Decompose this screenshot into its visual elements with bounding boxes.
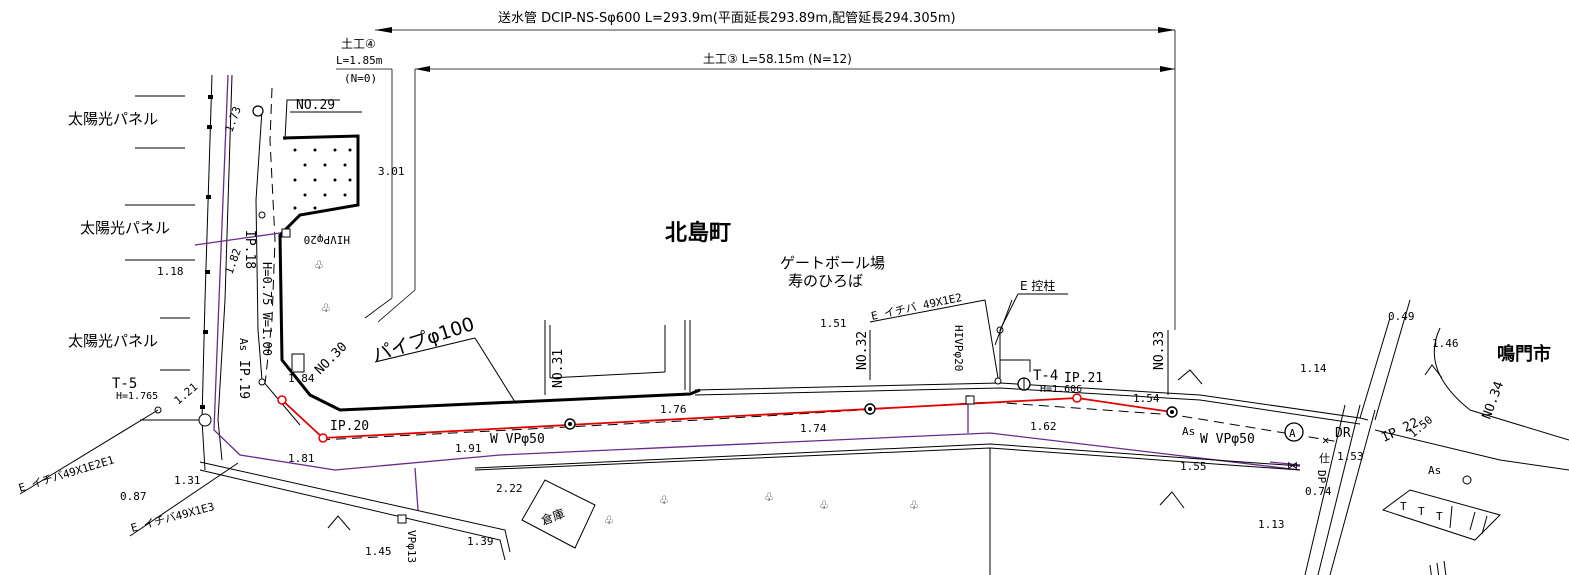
dr-label: DR [1335, 426, 1351, 441]
elev-154: 1.54 [1133, 392, 1160, 405]
gateball-label-2: 寿のひろば [788, 272, 863, 290]
as-label-b: As [1182, 425, 1195, 438]
svg-text:T: T [1400, 500, 1407, 513]
vp13-label: VPφ13 [405, 530, 418, 563]
as-label-c: As [1428, 464, 1441, 477]
fence-marks [200, 95, 213, 409]
elevation-values: 1.73 3.01 1.82 1.18 1.84 1.21 1.81 1.91 … [120, 105, 1459, 558]
warehouse-label: 倉庫 [539, 506, 567, 528]
svg-text:♧: ♧ [765, 490, 773, 506]
sakai-label: 仕 [1319, 452, 1330, 465]
elev-301: 3.01 [378, 165, 405, 178]
svg-text:♧: ♧ [315, 258, 323, 274]
elev-155: 1.55 [1180, 460, 1207, 473]
slope-symbols [291, 353, 1443, 531]
elev-049: 0.49 [1388, 310, 1415, 323]
station-no32: NO.32 [855, 331, 870, 370]
elev-184: 1.84 [288, 372, 315, 385]
svg-text:♧: ♧ [820, 498, 828, 514]
elev-153: 1.53 [1337, 450, 1364, 463]
earthwork4-dimension: 土工④ L=1.85m (N=0) [336, 37, 392, 85]
solar-panel-boxes: 太陽光パネル 太陽光パネル 太陽光パネル [68, 95, 195, 371]
e-ichiba-e3-label: E イチバ49X1E3 [129, 500, 215, 535]
elev-131: 1.31 [174, 474, 201, 487]
elev-151: 1.51 [820, 317, 847, 330]
wvp50-label-b: W VPφ50 [1200, 432, 1255, 447]
town-label: 北島町 [665, 220, 731, 246]
main-pipe-dimension: 送水管 DCIP-NS-Sφ600 L=293.9m(平面延長293.89m,配… [375, 11, 1175, 33]
station-no29: NO.29 [296, 98, 335, 113]
elev-113: 1.13 [1258, 518, 1285, 531]
elev-162: 1.62 [1030, 420, 1057, 433]
service-lines [194, 232, 1301, 511]
solar-panel-2: 太陽光パネル [80, 219, 170, 237]
gateball-label-1: ゲートボール場 [780, 254, 885, 272]
svg-text:✕: ✕ [1322, 433, 1329, 447]
t5-h-label: H=1.765 [116, 391, 158, 402]
elev-118: 1.18 [157, 265, 184, 278]
svg-text:♧: ♧ [910, 498, 918, 514]
station-no31: NO.31 [551, 349, 566, 388]
dp-label: DP [1315, 470, 1328, 484]
elev-222: 2.22 [496, 482, 523, 495]
t5-label: T-5 [112, 376, 137, 392]
e-ichiba-e1-label: E イチバ49X1E2E1 [17, 453, 116, 494]
elev-146: 1.46 [1432, 337, 1459, 350]
wvp50-label-a: W VPφ50 [490, 432, 545, 447]
svg-text:♧: ♧ [605, 513, 613, 529]
earthwork4-n: (N=0) [344, 72, 377, 85]
e-hikae-label: E 控柱 [1020, 278, 1055, 293]
svg-text:♧: ♧ [660, 493, 668, 509]
earthwork3-label: 土工③ L=58.15m (N=12) [703, 52, 852, 66]
elev-139: 1.39 [467, 535, 494, 548]
elev-074: 0.74 [1305, 485, 1332, 498]
hivp20-label-b: HIVPφ20 [952, 325, 965, 371]
ip21-label: IP.21 [1064, 371, 1103, 386]
elev-174: 1.74 [800, 422, 827, 435]
ip19-label: IP.19 [236, 360, 251, 399]
svg-text:T: T [1418, 505, 1425, 518]
elev-182: 1.82 [223, 247, 244, 276]
earthwork3-dimension: 土工③ L=58.15m (N=12) [415, 52, 1175, 72]
city-label: 鳴門市 [1497, 343, 1551, 365]
svg-text:T: T [1436, 510, 1443, 523]
main-pipe-label: 送水管 DCIP-NS-Sφ600 L=293.9m(平面延長293.89m,配… [498, 11, 956, 26]
solar-panel-1: 太陽光パネル [68, 110, 158, 128]
elev-191: 1.91 [455, 442, 482, 455]
as-label-a: As [237, 338, 250, 351]
solar-panel-3: 太陽光パネル [68, 332, 158, 350]
water-pipe-route [281, 397, 1173, 439]
h075-label: H=0.75 W=1.00 [260, 262, 274, 356]
ip18-label: IP.18 [242, 230, 257, 269]
earthwork4-title: 土工④ [341, 37, 376, 51]
elev-181: 1.81 [288, 452, 315, 465]
t4-h-label: H=1.606 [1040, 384, 1082, 395]
elev-176: 1.76 [660, 403, 687, 416]
t4-label: T-4 [1033, 368, 1058, 384]
station-no34: NO.34 [1480, 379, 1508, 421]
station-no33: NO.33 [1152, 331, 1167, 370]
tree-symbols: ♧ ♧ ♧ ♧ ♧ ♧ ♧ [315, 258, 918, 529]
elev-121: 1.21 [172, 380, 201, 407]
elev-173: 1.73 [223, 105, 244, 134]
main-road [140, 299, 1569, 575]
small-building: T T T [1381, 489, 1501, 575]
station-no30: NO.30 [312, 340, 350, 378]
svg-text:♧: ♧ [322, 301, 330, 317]
left-road [201, 74, 1301, 471]
pipe100-label: パイプφ100 [370, 313, 477, 367]
elev-145: 1.45 [365, 545, 392, 558]
ip-markers [154, 105, 1472, 485]
earthwork4-length: L=1.85m [336, 54, 383, 67]
elev-087: 0.87 [120, 490, 147, 503]
svg-text:⋈: ⋈ [1287, 459, 1298, 472]
warehouse: 倉庫 [521, 479, 596, 549]
ip20-label: IP.20 [330, 419, 369, 434]
hatch-area [293, 148, 352, 210]
elev-114: 1.14 [1300, 362, 1327, 375]
hivp20-label-a: HIVPφ20 [304, 233, 350, 246]
circle-a-label: A [1289, 427, 1296, 440]
